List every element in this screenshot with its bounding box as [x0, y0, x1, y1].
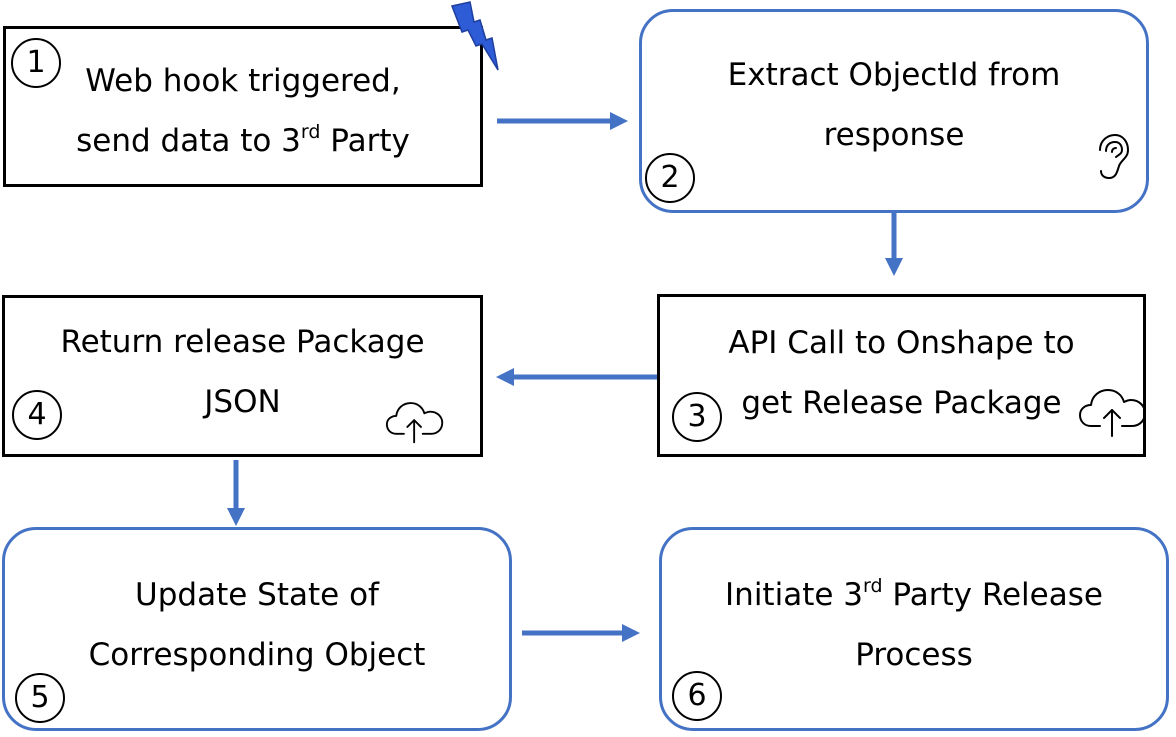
- lightning-icon: [450, 1, 499, 71]
- step-5-line1: Update State of: [135, 577, 379, 613]
- step-1-box: Web hook triggered, send data to 3rd Par…: [3, 26, 483, 187]
- step-3-line2: get Release Package: [741, 385, 1062, 421]
- step-1-line1: Web hook triggered,: [85, 63, 401, 99]
- step-3-box: API Call to Onshape to get Release Packa…: [657, 294, 1146, 457]
- step-1-line2: send data to 3rd Party: [76, 120, 410, 159]
- step-6-box: Initiate 3rd Party Release Process: [659, 527, 1169, 731]
- cloud-upload-icon: [385, 402, 444, 444]
- step-6-line2: Process: [855, 637, 973, 673]
- step-5-box: Update State of Corresponding Object: [2, 527, 512, 731]
- step-2-line1: Extract ObjectId from: [727, 57, 1061, 93]
- step-2-line2: response: [823, 117, 965, 153]
- step-6-number: 6: [672, 671, 722, 721]
- step-4-box: Return release Package JSON: [2, 295, 483, 457]
- step-2-number: 2: [645, 153, 695, 203]
- cloud-upload-icon: [1079, 389, 1146, 437]
- step-5-number: 5: [15, 673, 65, 723]
- step-6-line1: Initiate 3rd Party Release: [725, 574, 1103, 613]
- step-4-line1: Return release Package: [60, 324, 425, 360]
- ear-icon: [1099, 133, 1130, 180]
- step-2-box: Extract ObjectId from response: [639, 9, 1149, 213]
- step-1-number: 1: [11, 38, 61, 88]
- step-4-line2: JSON: [204, 384, 281, 420]
- step-5-line2: Corresponding Object: [88, 637, 426, 673]
- step-3-number: 3: [672, 392, 722, 442]
- step-4-number: 4: [12, 390, 62, 440]
- step-3-line1: API Call to Onshape to: [728, 325, 1075, 361]
